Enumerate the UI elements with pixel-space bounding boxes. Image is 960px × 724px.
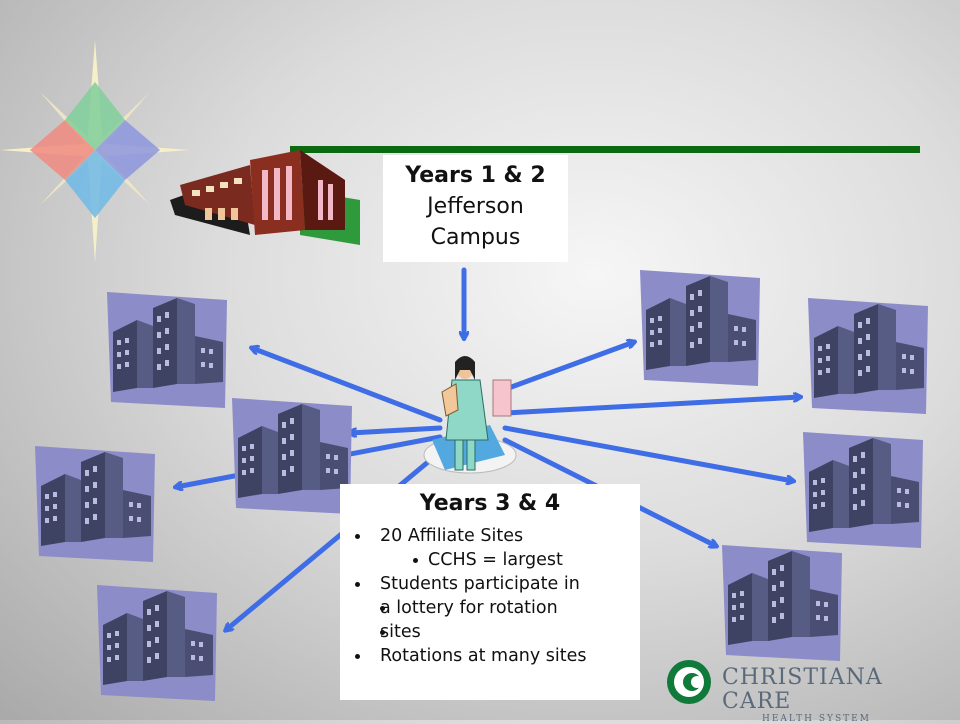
logo-name: CHRISTIANA CARE — [722, 665, 883, 714]
affiliate-site-building — [232, 398, 352, 514]
years-3-4-list: 20 Affiliate Sites CCHS = largest Studen… — [340, 524, 640, 668]
arrow-to-site-upper-left — [252, 348, 443, 423]
years-3-4-title: Years 3 & 4 — [419, 491, 561, 516]
list-item-continuation: a lottery for rotation — [340, 596, 640, 620]
accent-line — [290, 146, 920, 153]
list-item: Students participate in — [340, 572, 640, 596]
arrow-to-site-upper-right — [492, 342, 634, 396]
campus-label: Campus — [430, 225, 521, 250]
medical-student-figure — [423, 356, 517, 474]
affiliate-site-building — [803, 432, 923, 548]
affiliate-site-building — [808, 298, 928, 414]
christiana-care-logo-mark — [667, 660, 711, 704]
jefferson-label: Jefferson — [427, 194, 524, 219]
arrow-to-site-right-1 — [502, 397, 800, 416]
christiana-care-logo-text: CHRISTIANA CARE HEALTH SYSTEM — [722, 666, 960, 724]
years-3-4-box: Years 3 & 4 20 Affiliate Sites CCHS = la… — [340, 484, 640, 700]
affiliate-site-building — [722, 545, 842, 661]
affiliate-site-building — [35, 446, 155, 562]
years-1-2-box: Years 1 & 2 Jefferson Campus — [383, 155, 568, 262]
arrows — [176, 267, 800, 630]
arrow-to-site-lower-left — [226, 449, 443, 630]
logo-subtitle: HEALTH SYSTEM — [762, 714, 871, 724]
affiliate-site-building — [97, 585, 217, 701]
affiliate-site-building — [640, 270, 760, 386]
list-item: CCHS = largest — [340, 548, 640, 572]
years-1-2-title: Years 1 & 2 — [405, 163, 546, 188]
compass-star-logo — [0, 40, 190, 262]
arrow-to-site-mid-left — [350, 425, 443, 433]
list-item: 20 Affiliate Sites — [340, 524, 640, 548]
jefferson-campus-building — [170, 150, 360, 245]
arrow-to-site-right-2 — [502, 425, 793, 481]
affiliate-site-building — [107, 292, 227, 408]
list-item-continuation: sites — [340, 620, 640, 644]
list-item: Rotations at many sites — [340, 644, 640, 668]
